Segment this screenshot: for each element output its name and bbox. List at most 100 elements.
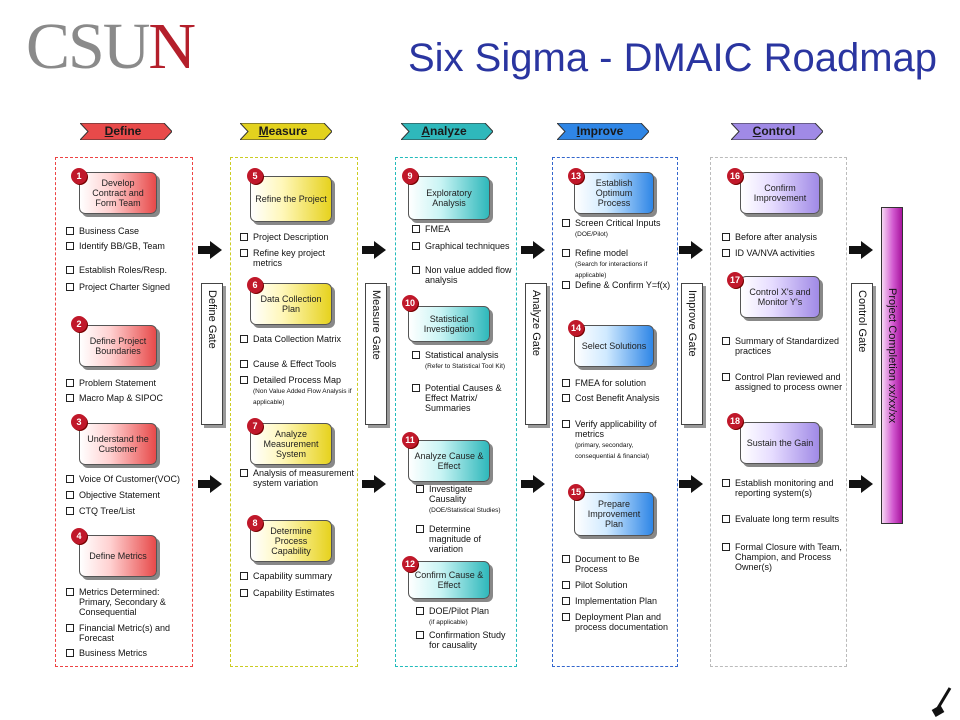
analyze-gate: Analyze Gate [525, 283, 547, 425]
bullet-3-3: CTQ Tree/List [66, 506, 190, 516]
bullet-15-2: Pilot Solution [562, 580, 674, 590]
bullet-11-1-note: (DOE/Statistical Studies) [429, 507, 501, 514]
right-arrow-icon [521, 241, 545, 259]
bullet-6-3: Detailed Process Map(Non Value Added Flo… [240, 375, 355, 407]
step-14-number: 14 [568, 320, 584, 336]
measure-column [230, 157, 358, 667]
step-17-box: Control X's and Monitor Y's [740, 276, 820, 318]
step-16-number: 16 [727, 168, 743, 184]
phase-tag-control: Control [731, 123, 823, 140]
step-12-number: 12 [402, 556, 418, 572]
step-13-number: 13 [568, 168, 584, 184]
bullet-13-1: Screen Critical Inputs (DOE/Pilot) [562, 218, 674, 239]
bullet-17-1: Summary of Standardized practices [722, 336, 844, 356]
bullet-4-2: Financial Metric(s) and Forecast [66, 623, 190, 643]
bullet-13-2-note: (Search for interactions if applicable) [575, 261, 648, 279]
bullet-14-2: Cost Benefit Analysis [562, 393, 674, 403]
step-7-number: 7 [247, 418, 263, 434]
bullet-8-2: Capability Estimates [240, 588, 355, 598]
bullet-18-3: Formal Closure with Team, Champion, and … [722, 542, 844, 572]
bullet-13-2: Refine model(Search for interactions if … [562, 248, 674, 280]
bullet-7-1: Analysis of measurement system variation [240, 468, 355, 488]
logo-accent: N [148, 10, 196, 83]
bullet-5-2: Refine key project metrics [240, 248, 350, 268]
phase-tag-analyze: Analyze [401, 123, 493, 140]
bullet-10-1-note: (Refer to Statistical Tool Kit) [425, 363, 506, 370]
step-2-number: 2 [71, 316, 87, 332]
step-16-box: Confirm Improvement [740, 172, 820, 214]
bullet-6-1: Data Collection Matrix [240, 334, 350, 344]
right-arrow-icon [679, 475, 703, 493]
bullet-18-2: Evaluate long term results [722, 514, 844, 524]
phase-tag-improve: Improve [557, 123, 649, 140]
bullet-15-4: Deployment Plan and process documentatio… [562, 612, 674, 632]
bullet-9-3: Non value added flow analysis [412, 265, 512, 285]
bullet-8-1: Capability summary [240, 571, 355, 581]
step-11-number: 11 [402, 432, 418, 448]
bullet-6-2: Cause & Effect Tools [240, 359, 355, 369]
step-7-box: Analyze Measurement System [250, 423, 332, 465]
bullet-14-1: FMEA for solution [562, 378, 674, 388]
bullet-12-2: Confirmation Study for causality [416, 630, 512, 650]
right-arrow-icon [849, 475, 873, 493]
improve-gate: Improve Gate [681, 283, 703, 425]
bullet-14-3-note: (primary, secondary, consequential & fin… [575, 442, 650, 460]
right-arrow-icon [521, 475, 545, 493]
step-1-number: 1 [71, 168, 87, 184]
bullet-17-2: Control Plan reviewed and assigned to pr… [722, 372, 844, 392]
bullet-4-3: Business Metrics [66, 648, 190, 658]
right-arrow-icon [679, 241, 703, 259]
step-4-number: 4 [71, 528, 87, 544]
step-6-box: Data Collection Plan [250, 283, 332, 325]
bullet-2-2: Macro Map & SIPOC [66, 393, 190, 403]
analyze-column [395, 157, 517, 667]
right-arrow-icon [198, 475, 222, 493]
bullet-3-1: Voice Of Customer(VOC) [66, 474, 190, 484]
bullet-16-1: Before after analysis [722, 232, 844, 242]
bullet-1-2: Identify BB/GB, Team [66, 241, 190, 251]
step-12-box: Confirm Cause & Effect [408, 561, 490, 599]
bullet-1-4: Project Charter Signed [66, 282, 176, 292]
step-18-number: 18 [727, 413, 743, 429]
bullet-12-1: DOE/Pilot Plan(if applicable) [416, 606, 512, 627]
control-column [710, 157, 847, 667]
step-9-number: 9 [402, 168, 418, 184]
define-column [55, 157, 193, 667]
step-10-number: 10 [402, 295, 418, 311]
bullet-13-1-note: (DOE/Pilot) [575, 231, 608, 238]
step-1-box: Develop Contract and Form Team [79, 172, 157, 214]
step-8-box: Determine Process Capability [250, 520, 332, 562]
improve-column [552, 157, 678, 667]
bullet-3-2: Objective Statement [66, 490, 190, 500]
right-arrow-icon [198, 241, 222, 259]
step-8-number: 8 [247, 515, 263, 531]
bullet-5-1: Project Description [240, 232, 355, 242]
logo: CSUN [26, 10, 196, 83]
step-18-box: Sustain the Gain [740, 422, 820, 464]
right-arrow-icon [362, 475, 386, 493]
bullet-18-1: Establish monitoring and reporting syste… [722, 478, 844, 498]
step-5-number: 5 [247, 168, 263, 184]
step-4-box: Define Metrics [79, 535, 157, 577]
right-arrow-icon [849, 241, 873, 259]
control-gate: Control Gate [851, 283, 873, 425]
bullet-15-3: Implementation Plan [562, 596, 674, 606]
pencil-icon [931, 687, 952, 717]
bullet-11-2: Determine magnitude of variation [416, 524, 512, 554]
bullet-9-1: FMEA [412, 224, 512, 234]
bullet-13-3: Define & Confirm Y=f(x) [562, 280, 674, 290]
bullet-2-1: Problem Statement [66, 378, 190, 388]
right-arrow-icon [362, 241, 386, 259]
bullet-6-3-note: (Non Value Added Flow Analysis if applic… [253, 388, 352, 406]
bullet-11-1: Investigate Causality(DOE/Statistical St… [416, 484, 512, 515]
bullet-9-2: Graphical techniques [412, 241, 512, 251]
step-17-number: 17 [727, 272, 743, 288]
step-3-number: 3 [71, 414, 87, 430]
step-15-number: 15 [568, 484, 584, 500]
step-3-box: Understand the Customer [79, 423, 157, 465]
phase-tag-measure: Measure [240, 123, 332, 140]
bullet-10-1: Statistical analysis (Refer to Statistic… [412, 350, 512, 371]
define-gate: Define Gate [201, 283, 223, 425]
bullet-1-1: Business Case [66, 226, 190, 236]
step-15-box: Prepare Improvement Plan [574, 492, 654, 536]
